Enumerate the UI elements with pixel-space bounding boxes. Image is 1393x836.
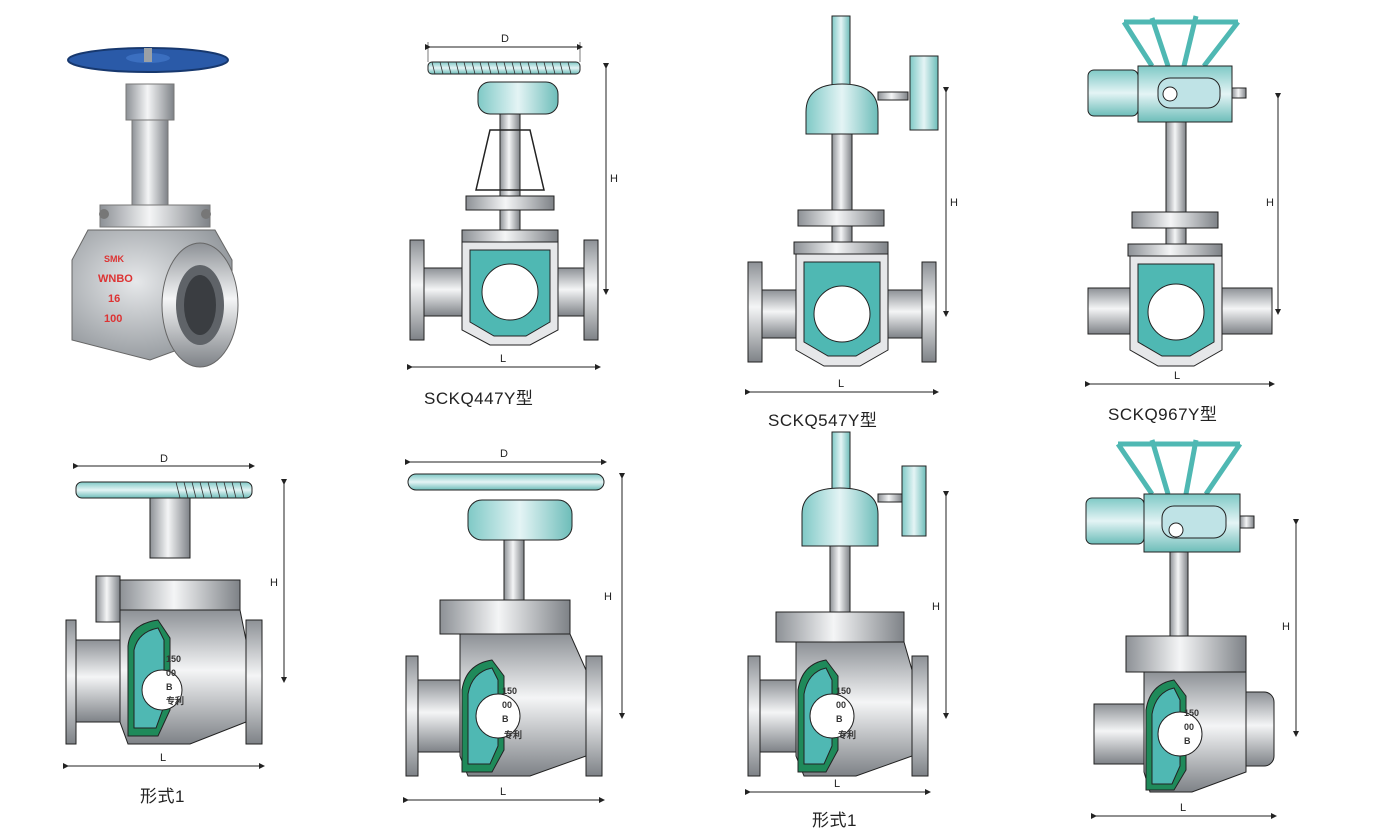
caption-sckq447y: SCKQ447Y型 xyxy=(424,389,534,408)
caption-sckq967y: SCKQ967Y型 xyxy=(1108,405,1218,424)
dim-h-label: H xyxy=(1266,197,1274,209)
body-letter-text: B xyxy=(836,714,843,724)
dim-h-label: H xyxy=(932,601,940,613)
dim-l-label: L xyxy=(1174,370,1180,382)
caption-form1-left: 形式1 xyxy=(140,787,185,806)
body-rating-text: 150 xyxy=(502,686,517,696)
caption-sckq547y: SCKQ547Y型 xyxy=(768,411,878,430)
dim-l-label: L xyxy=(838,378,844,390)
body-rating-text: 150 xyxy=(166,654,181,664)
photo-brand-text: SMK xyxy=(104,254,125,264)
body-bore-text: 00 xyxy=(502,700,512,710)
dim-h-label: H xyxy=(1282,621,1290,633)
body-patent-text: 专利 xyxy=(166,695,184,706)
drawing-sckq447y: D H L xyxy=(407,33,618,370)
drawing-form1-gear: 150 00 B 专利 H L xyxy=(745,431,949,795)
photo-pressure-text: 16 xyxy=(108,293,120,305)
drawing-form1-lever: 150 00 B 专利 D H L xyxy=(63,453,287,769)
body-patent-text: 专利 xyxy=(838,729,856,740)
dim-l-label: L xyxy=(160,752,166,764)
body-rating-text: 150 xyxy=(836,686,851,696)
drawing-form1-electric: 150 00 B H L xyxy=(1085,439,1299,819)
body-patent-text: 专利 xyxy=(504,729,522,740)
body-bore-text: 00 xyxy=(836,700,846,710)
drawing-sckq547y: H L xyxy=(745,15,958,395)
dim-h-label: H xyxy=(610,173,618,185)
body-letter-text: B xyxy=(1184,736,1191,746)
valve-photo: SMK WNBO 16 100 xyxy=(67,47,239,368)
dim-d-label: D xyxy=(500,448,508,460)
body-bore-text: 00 xyxy=(1184,722,1194,732)
dim-l-label: L xyxy=(500,786,506,798)
body-letter-text: B xyxy=(166,682,173,692)
photo-code-text: WNBO xyxy=(98,273,133,285)
dim-d-label: D xyxy=(501,33,509,45)
dim-l-label: L xyxy=(834,778,840,790)
dim-h-label: H xyxy=(950,197,958,209)
drawing-sckq967y: H L xyxy=(1085,15,1281,387)
dim-h-label: H xyxy=(270,577,278,589)
dim-d-label: D xyxy=(160,453,168,465)
dim-l-label: L xyxy=(500,353,506,365)
drawing-form1-handwheel: 150 00 B 专利 D H L xyxy=(403,448,625,803)
body-letter-text: B xyxy=(502,714,509,724)
body-rating-text: 150 xyxy=(1184,708,1199,718)
caption-form1-right: 形式1 xyxy=(812,811,857,830)
body-bore-text: 00 xyxy=(166,668,176,678)
dim-h-label: H xyxy=(604,591,612,603)
photo-size-text: 100 xyxy=(104,313,122,325)
dim-l-label: L xyxy=(1180,802,1186,814)
